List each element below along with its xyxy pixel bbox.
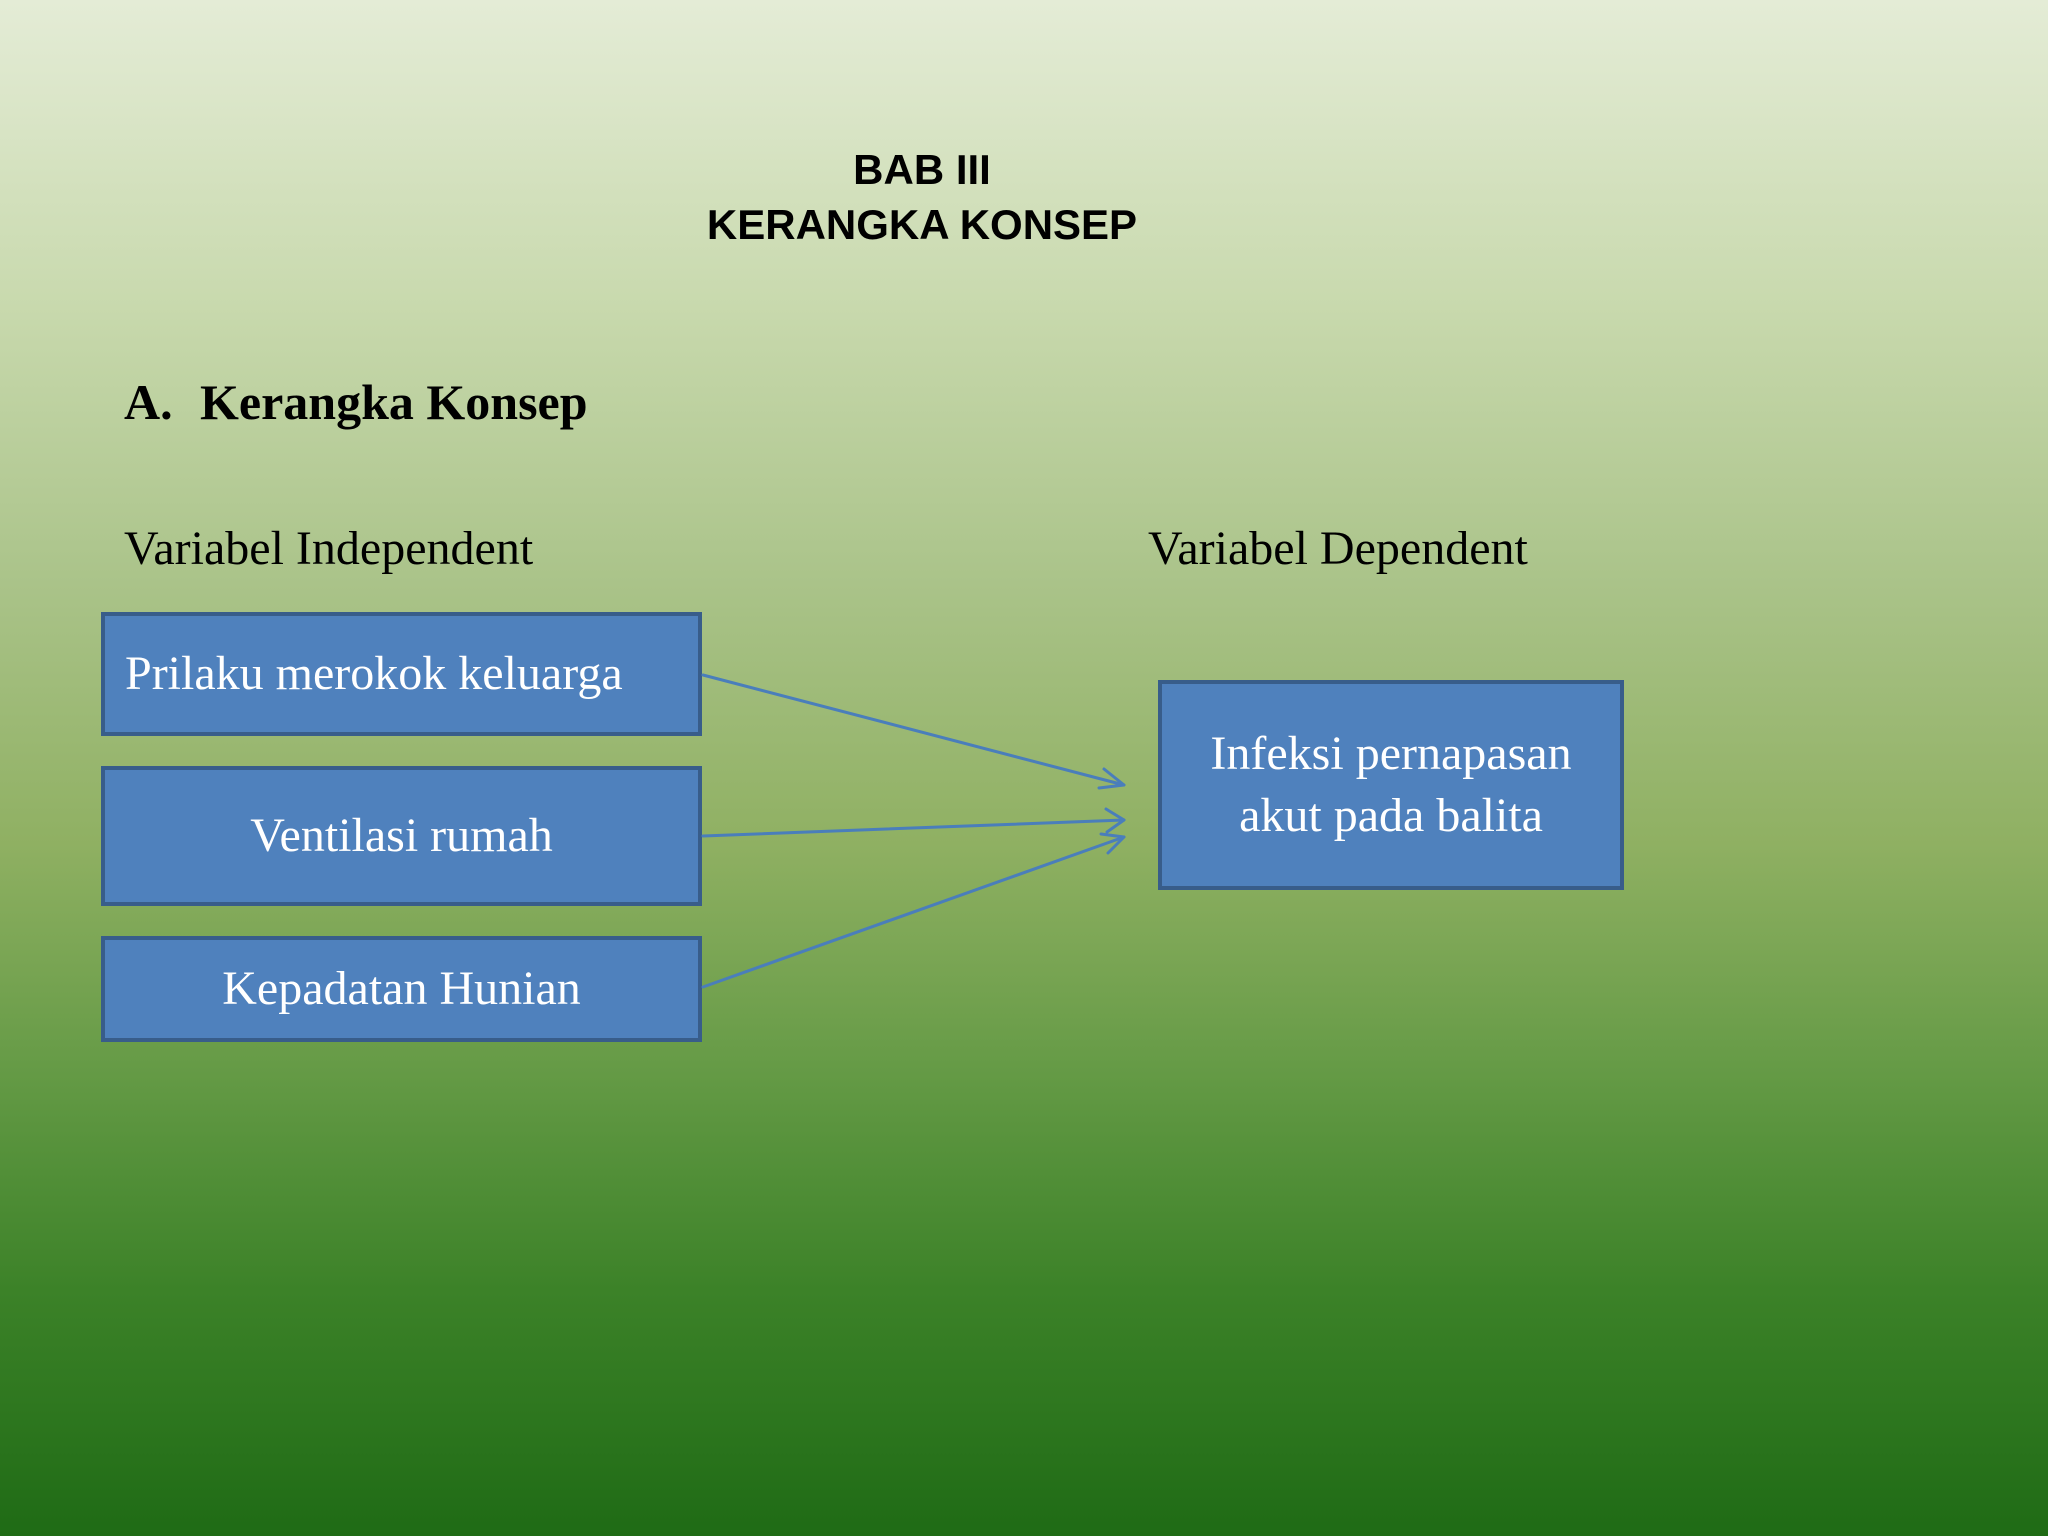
chapter-label: BAB III xyxy=(853,146,991,193)
arrow-smoking-to-ari xyxy=(701,673,1126,790)
independent-box-ventilation-label: Ventilasi rumah xyxy=(250,809,553,862)
section-heading: A. Kerangka Konsep xyxy=(124,372,588,432)
independent-box-ventilation: Ventilasi rumah xyxy=(101,766,702,906)
section-title: Kerangka Konsep xyxy=(200,374,588,430)
dependent-box-line2: akut pada balita xyxy=(1239,789,1543,842)
independent-box-smoking-label: Prilaku merokok keluarga xyxy=(125,647,623,700)
dependent-box-ari: Infeksi pernapasan akut pada balita xyxy=(1158,680,1624,890)
independent-variable-label: Variabel Independent xyxy=(124,522,534,575)
section-number: A. xyxy=(124,374,173,430)
dependent-box-line1: Infeksi pernapasan xyxy=(1210,727,1572,780)
dependent-variable-label: Variabel Dependent xyxy=(1148,522,1528,575)
arrow-ventilation-to-ari xyxy=(701,807,1126,838)
slide-title: BAB III KERANGKA KONSEP xyxy=(0,142,1844,252)
independent-box-density-label: Kepadatan Hunian xyxy=(222,962,581,1015)
independent-box-density: Kepadatan Hunian xyxy=(101,936,702,1042)
arrow-density-to-ari xyxy=(701,832,1126,989)
independent-box-smoking: Prilaku merokok keluarga xyxy=(101,612,702,736)
chapter-title: KERANGKA KONSEP xyxy=(706,201,1138,248)
